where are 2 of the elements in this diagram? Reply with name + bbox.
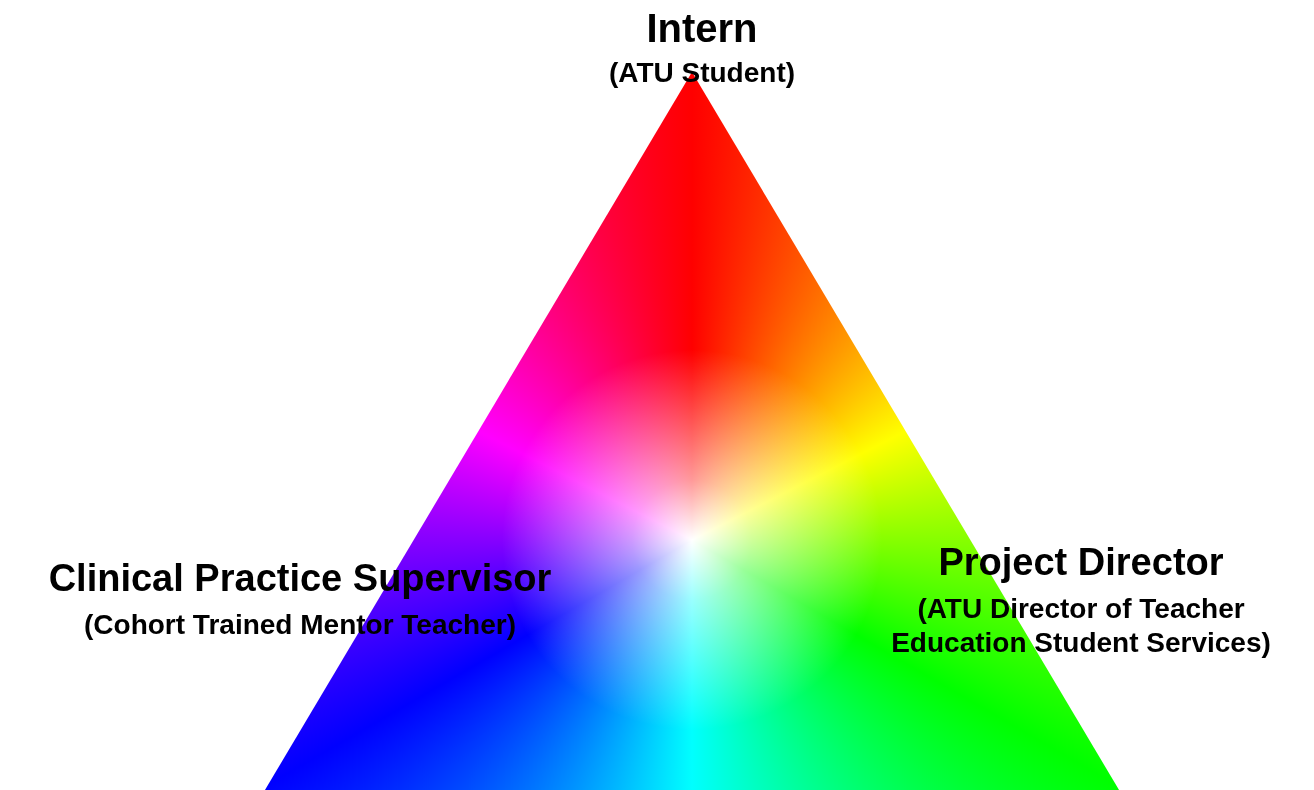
role-title: Intern (645, 5, 759, 52)
role-subtitle: (ATU Student) (607, 56, 797, 90)
